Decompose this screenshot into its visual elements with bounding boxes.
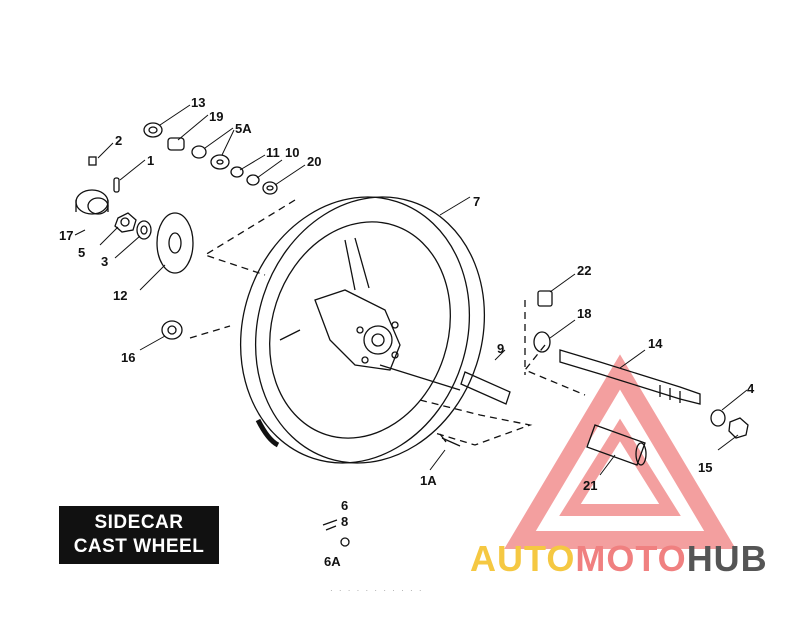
callout-labels: 13 19 5A 2 1 11 10 20 7 17 5 3 12 22 18 … [59, 95, 755, 569]
callout-19: 19 [209, 109, 223, 124]
callout-1A: 1A [420, 473, 437, 488]
callout-9: 9 [497, 341, 504, 356]
part-10 [246, 174, 260, 186]
callout-8: 8 [341, 514, 348, 529]
callout-12: 12 [113, 288, 127, 303]
callout-6A: 6A [324, 554, 341, 569]
part-9 [460, 371, 511, 405]
wheel-hub [279, 237, 461, 391]
title-line-1: SIDECAR [94, 512, 184, 533]
callout-7: 7 [473, 194, 480, 209]
part-13 [143, 122, 163, 138]
watermark-triangle [504, 354, 736, 549]
callout-2: 2 [115, 133, 122, 148]
callout-18: 18 [577, 306, 591, 321]
callout-4: 4 [747, 381, 755, 396]
callout-1: 1 [147, 153, 154, 168]
watermark-part-3: HUB [686, 538, 768, 579]
part-4 [710, 409, 726, 427]
callout-5A: 5A [235, 121, 252, 136]
callout-10: 10 [285, 145, 299, 160]
assembly-lines [189, 199, 586, 446]
footer-text: · · · · · · · · · · · [330, 586, 424, 595]
part-11 [230, 166, 244, 178]
part-2 [88, 156, 97, 166]
watermark-logo: AUTOMOTOHUB [470, 538, 768, 580]
part-1 [113, 177, 120, 193]
part-18 [533, 331, 551, 353]
part-14 [559, 349, 701, 405]
callout-15: 15 [698, 460, 712, 475]
watermark-part-2: MOTO [575, 538, 687, 579]
part-15 [728, 417, 749, 439]
part-3 [136, 220, 152, 240]
callout-14: 14 [648, 336, 663, 351]
callout-6: 6 [341, 498, 348, 513]
callout-16: 16 [121, 350, 135, 365]
callout-13: 13 [191, 95, 205, 110]
part-12 [156, 212, 194, 274]
part-22 [537, 290, 553, 307]
part-5 [114, 212, 137, 233]
watermark-part-1: AUTO [470, 538, 576, 579]
leader-lines [74, 104, 748, 476]
part-20 [262, 181, 278, 195]
callout-5: 5 [78, 245, 85, 260]
part-5A [191, 145, 230, 170]
callout-11: 11 [266, 145, 280, 160]
callout-17: 17 [59, 228, 73, 243]
part-16 [161, 320, 183, 340]
callout-20: 20 [307, 154, 321, 169]
title-line-2: CAST WHEEL [73, 536, 205, 557]
part-1A [439, 433, 461, 447]
part-17 [75, 189, 109, 215]
callout-3: 3 [101, 254, 108, 269]
diagram-title: SIDECAR CAST WHEEL [59, 506, 219, 564]
part-6 [322, 519, 350, 547]
wheel-rim [239, 196, 486, 464]
part-19 [167, 137, 185, 151]
callout-22: 22 [577, 263, 591, 278]
part-21 [586, 424, 647, 466]
callout-21: 21 [583, 478, 597, 493]
